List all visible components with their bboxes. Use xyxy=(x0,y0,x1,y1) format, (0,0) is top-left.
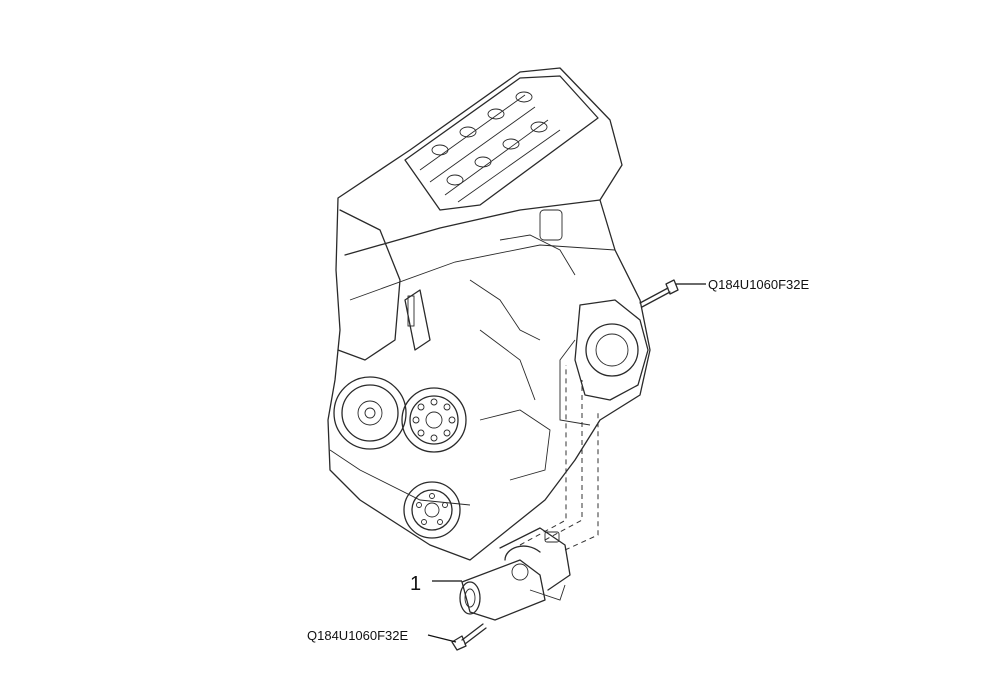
alignment-lines xyxy=(519,365,599,551)
callout-number-1: 1 xyxy=(410,573,421,595)
leader-line-lower-bolt xyxy=(427,634,457,643)
water-pump-pulley-illustration xyxy=(401,387,467,453)
bolt-lower-illustration xyxy=(451,623,487,651)
part-number-label-upper: Q184U1060F32E xyxy=(708,277,810,292)
engine-block-illustration xyxy=(327,67,651,561)
part-number-label-lower: Q184U1060F32E xyxy=(307,628,409,643)
ac-compressor-pulley-illustration xyxy=(403,481,461,539)
bolt-upper-illustration xyxy=(639,279,679,308)
starter-motor-illustration xyxy=(459,527,571,621)
crank-pulley-illustration xyxy=(333,376,407,450)
